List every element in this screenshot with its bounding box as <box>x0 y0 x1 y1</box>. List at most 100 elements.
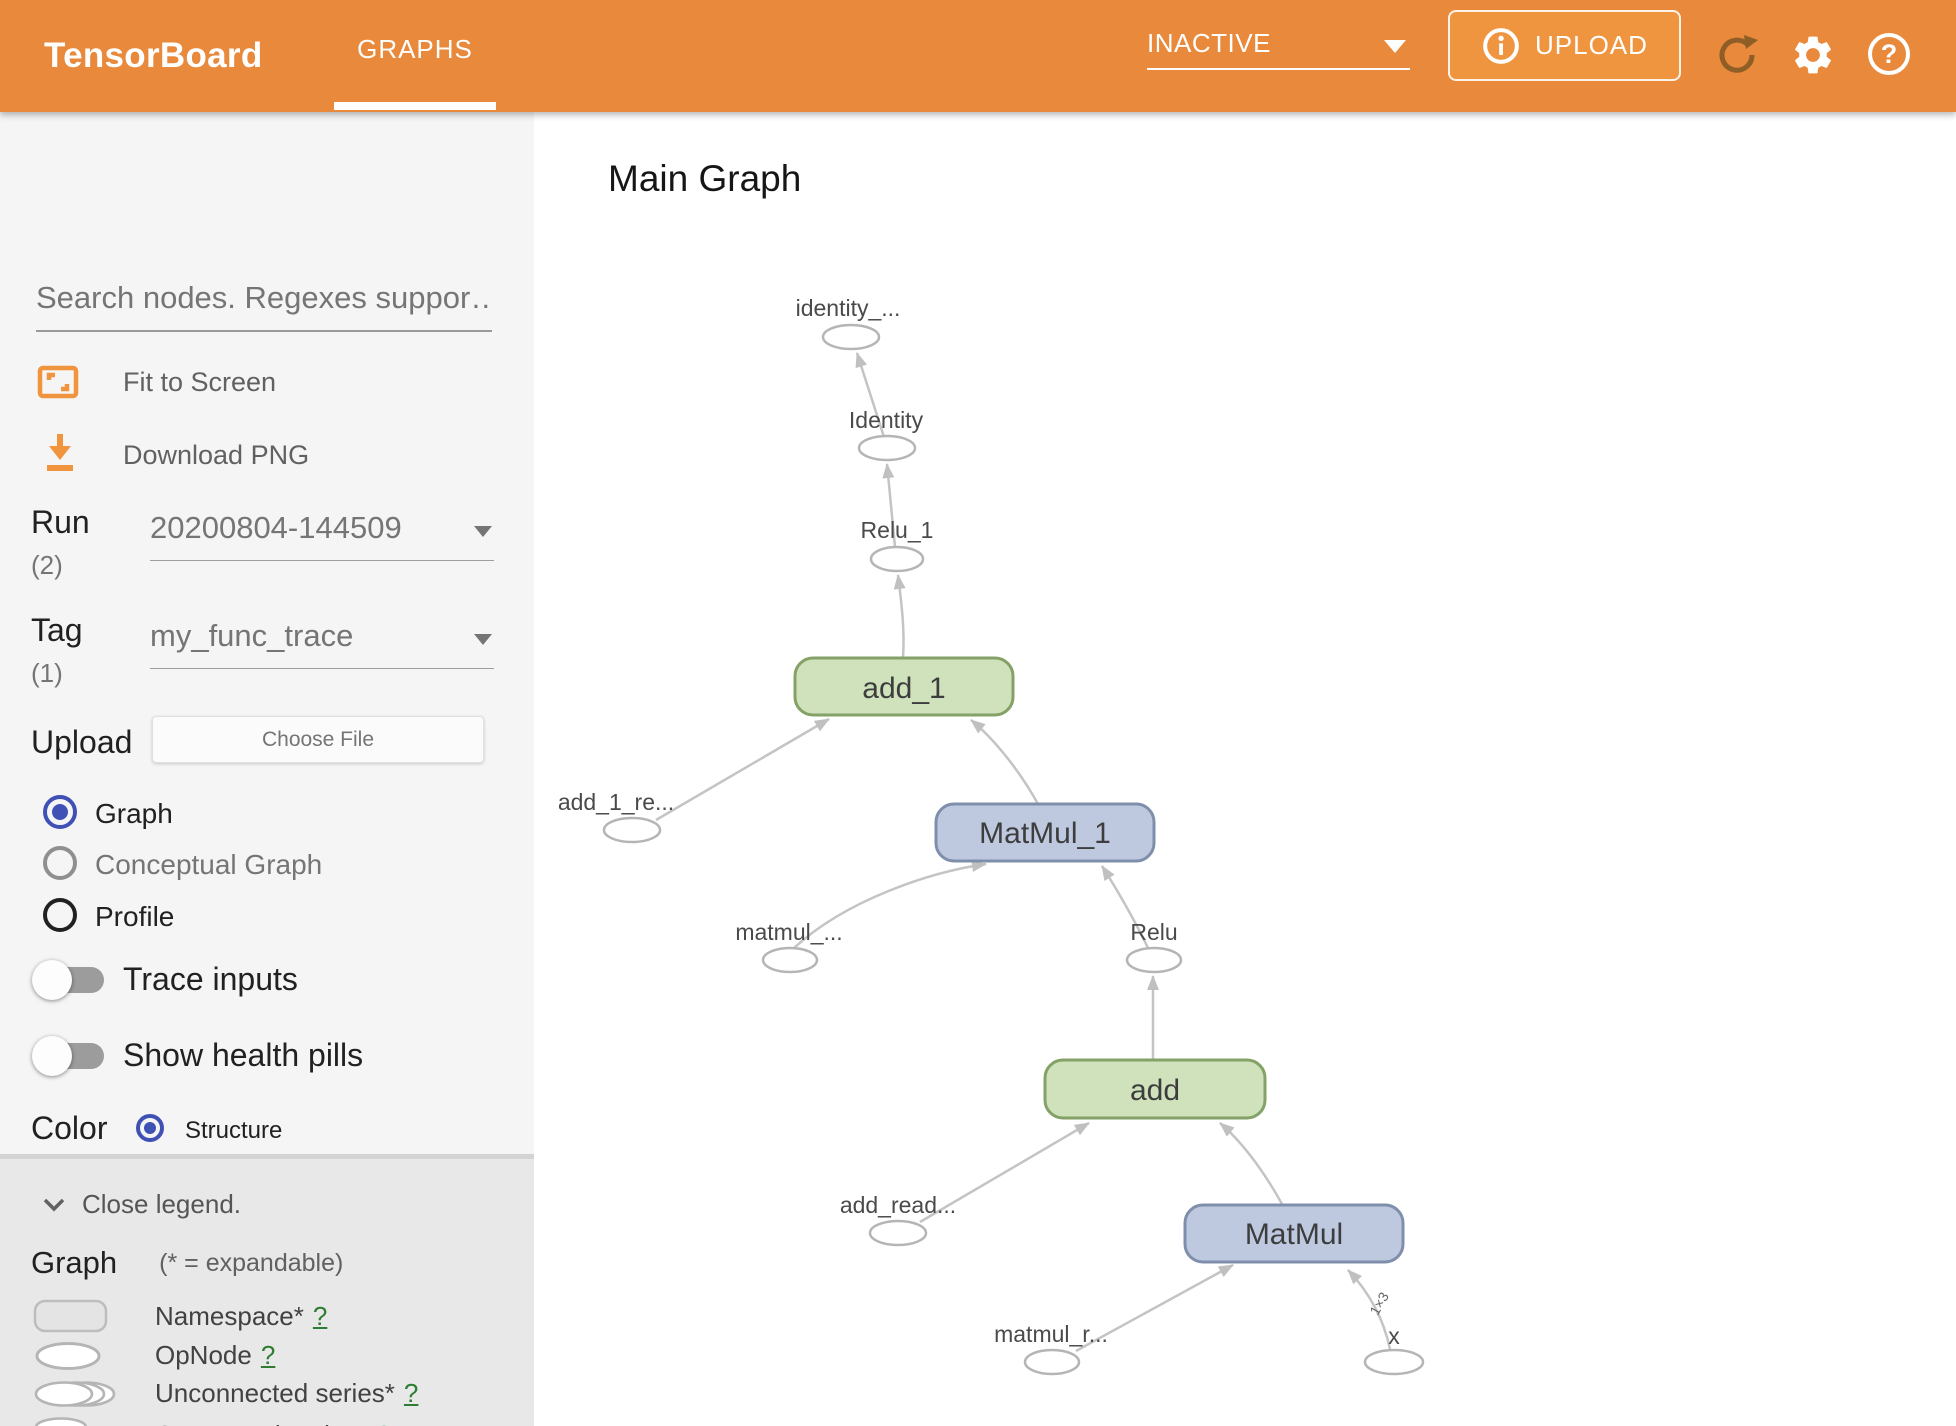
node-identity-out[interactable] <box>821 323 881 351</box>
graph-legend: Close legend. Graph (* = expandable) Nam… <box>0 1154 534 1426</box>
node-add-label: add <box>1130 1074 1180 1107</box>
close-legend-button[interactable]: Close legend. <box>42 1189 241 1220</box>
legend-item-namespace: Namespace* ? <box>33 1299 327 1333</box>
tag-count: (1) <box>31 658 63 688</box>
tab-graphs[interactable]: GRAPHS <box>334 0 496 112</box>
node-add-read[interactable] <box>868 1219 928 1247</box>
connected-series-swatch <box>34 1417 88 1426</box>
radio-color-structure[interactable] <box>136 1114 164 1142</box>
node-identity-out-label: identity_... <box>796 295 901 321</box>
main-graph-canvas[interactable]: 1×3 identity_... Identity Relu_1 add_1_r… <box>534 112 1956 1426</box>
node-matmul-r-label: matmul_r... <box>994 1321 1108 1347</box>
edge-relu1-to-identity <box>882 463 897 548</box>
node-add-1[interactable] <box>793 656 1015 717</box>
node-identity-label: Identity <box>849 407 924 433</box>
info-icon <box>1483 27 1519 64</box>
run-count: (2) <box>31 550 63 580</box>
legend-item-connected-series: Connected series* ? <box>33 1416 391 1426</box>
opnode-swatch <box>35 1341 101 1370</box>
node-matmul[interactable] <box>1183 1203 1405 1264</box>
node-matmul-read[interactable] <box>761 946 819 974</box>
app-logo: TensorBoard <box>44 36 263 75</box>
legend-item-unconnected-series: Unconnected series* ? <box>33 1378 418 1409</box>
node-add-1-read[interactable] <box>602 816 662 844</box>
graph-op-nodes: identity_... Identity Relu_1 add_1_re...… <box>558 295 1425 1376</box>
namespace-help-link[interactable]: ? <box>312 1300 328 1331</box>
opnode-help-link[interactable]: ? <box>260 1340 276 1370</box>
radio-graph-label: Graph <box>95 798 173 829</box>
edge-matmulread-to-matmul1 <box>793 860 987 949</box>
edge-matmul-to-add <box>1219 1122 1284 1205</box>
legend-item-opnode: OpNode ? <box>33 1340 275 1371</box>
page-title: Main Graph <box>608 158 802 199</box>
run-label: Run <box>31 504 90 540</box>
color-structure-label: Structure <box>185 1117 283 1144</box>
legend-title-row: Graph (* = expandable) <box>31 1245 343 1281</box>
fit-to-screen-label: Fit to Screen <box>123 367 277 397</box>
download-icon <box>47 434 73 471</box>
search-input[interactable] <box>36 280 492 332</box>
radio-profile-label: Profile <box>95 901 175 932</box>
help-icon[interactable]: ? <box>1868 33 1912 77</box>
tab-graphs-label: GRAPHS <box>357 34 473 64</box>
node-add-1-label: add_1 <box>862 672 945 705</box>
node-add-1-read-label: add_1_re... <box>558 789 674 815</box>
node-x[interactable] <box>1363 1348 1425 1376</box>
node-matmul-1-label: MatMul_1 <box>979 817 1111 850</box>
radio-conceptual-graph[interactable] <box>43 846 77 880</box>
node-matmul-read-label: matmul_... <box>735 919 842 945</box>
edge-x-to-matmul <box>1347 1269 1392 1350</box>
fit-to-screen-icon <box>37 365 79 399</box>
run-select-value: 20200804-144509 <box>150 510 402 545</box>
graph-group-nodes: add_1 MatMul_1 add MatMul <box>793 656 1405 1264</box>
edge-addread-to-add <box>919 1121 1090 1224</box>
show-health-pills-toggle[interactable] <box>32 1036 104 1076</box>
tab-active-underline <box>334 102 496 110</box>
edge-identity-to-identityout <box>855 352 886 438</box>
node-relu-1[interactable] <box>869 545 925 573</box>
node-relu[interactable] <box>1125 946 1183 974</box>
sidebar: Fit to Screen Download PNG Run (2) 20200… <box>0 112 534 1426</box>
trace-inputs-label: Trace inputs <box>123 961 298 997</box>
edge-add1-to-relu1 <box>893 574 906 659</box>
radio-conceptual-graph-label: Conceptual Graph <box>95 849 323 880</box>
status-dropdown-value: INACTIVE <box>1147 28 1271 58</box>
unconnected-series-help-link[interactable]: ? <box>403 1378 419 1408</box>
choose-file-button[interactable]: Choose File <box>152 716 484 763</box>
node-matmul-label: MatMul <box>1245 1218 1343 1251</box>
node-matmul-r[interactable] <box>1023 1348 1081 1376</box>
download-png-label: Download PNG <box>123 440 310 470</box>
chevron-down-icon <box>474 634 492 645</box>
edge-add1re-to-add1 <box>655 717 830 822</box>
close-legend-label: Close legend. <box>82 1189 241 1219</box>
edge-relu-to-matmul1 <box>1100 865 1150 949</box>
app-header: TensorBoard GRAPHS INACTIVE UPLOAD <box>0 0 1956 112</box>
connected-series-help-link[interactable]: ? <box>376 1420 390 1426</box>
node-add[interactable] <box>1043 1058 1267 1120</box>
trace-inputs-toggle[interactable] <box>32 960 104 1000</box>
upload-button[interactable]: UPLOAD <box>1448 10 1681 81</box>
refresh-icon[interactable] <box>1715 33 1759 77</box>
edge-shape-label: 1×3 <box>1366 1289 1392 1318</box>
upload-button-label: UPLOAD <box>1535 30 1648 60</box>
tag-select-value: my_func_trace <box>150 618 354 653</box>
node-matmul-1[interactable] <box>934 802 1156 863</box>
unconnected-series-swatch <box>34 1380 116 1407</box>
status-dropdown[interactable]: INACTIVE <box>1147 26 1410 70</box>
legend-title: Graph <box>31 1245 118 1280</box>
chevron-down-icon <box>474 526 492 537</box>
radio-profile[interactable] <box>43 898 77 932</box>
node-identity[interactable] <box>857 434 917 462</box>
chevron-down-icon <box>1384 40 1406 53</box>
chevron-down-icon <box>43 1198 65 1211</box>
run-select[interactable]: 20200804-144509 <box>150 510 494 561</box>
color-by-label: Color <box>31 1110 108 1146</box>
settings-gear-icon[interactable] <box>1790 32 1834 76</box>
legend-subtitle: (* = expandable) <box>159 1248 344 1277</box>
show-health-pills-label: Show health pills <box>123 1037 364 1073</box>
upload-label: Upload <box>31 724 133 760</box>
radio-graph[interactable] <box>43 795 77 829</box>
tag-select[interactable]: my_func_trace <box>150 618 494 669</box>
edge-matmulr-to-matmul <box>1075 1263 1234 1353</box>
